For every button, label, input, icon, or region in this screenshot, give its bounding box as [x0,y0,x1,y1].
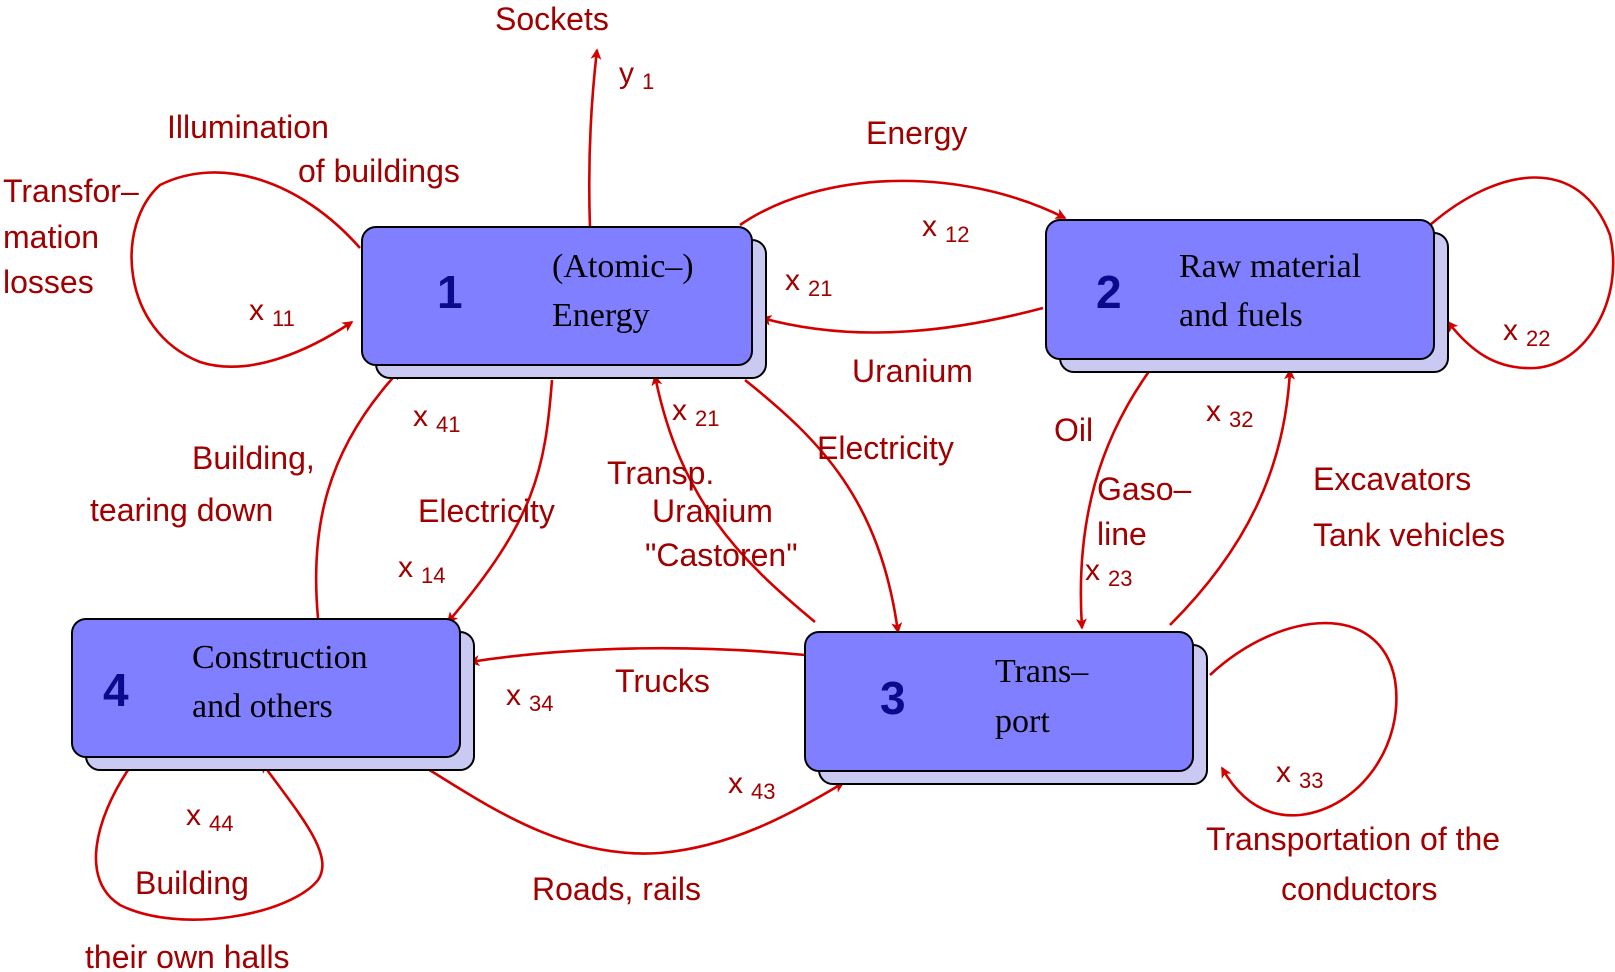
edge-y1-sockets [587,48,602,229]
edge-x32-excavators [1169,368,1296,626]
label-building-halls-line2: their own halls [85,939,290,972]
edge-x23-oil-gasoline [1075,369,1152,630]
node-title-line2: Energy [552,297,650,334]
node-3-transport: 3 Trans– port [804,631,1208,785]
edge-x11-loop [130,171,361,368]
label-transformation-line2: mation [3,219,99,255]
edge-x44-loop [94,761,324,921]
label-transformation-line1: Transfor– [3,173,139,209]
edge-x21-transport-uranium [651,374,816,624]
edge-electricity-to-transport [744,378,903,634]
edge-x14-electricity [446,379,554,624]
node-title-line1: Trans– [995,653,1089,690]
node-title-line2: port [995,703,1050,740]
node-number: 1 [437,266,463,318]
edge-x41-building [314,368,402,619]
node-title-line1: Construction [192,639,368,676]
label-illumination-line2: of buildings [298,153,460,189]
label-uranium: Uranium [852,353,973,389]
node-box [804,631,1194,772]
label-gasoline-line1: Gaso– [1097,471,1191,507]
label-energy: Energy [866,115,967,151]
node-box [361,226,753,366]
label-building-tearing-line2: tearing down [90,492,273,528]
label-building-tearing-line1: Building, [192,440,315,476]
node-title-line2: and fuels [1179,297,1303,334]
node-1-atomic-energy: 1 (Atomic–) Energy [361,226,767,379]
label-building-halls-line1: Building [135,865,249,901]
edge-x33-loop [1209,621,1398,817]
node-4-construction: 4 Construction and others [71,618,475,771]
label-oil: Oil [1054,412,1093,448]
label-sockets: Sockets [495,1,609,37]
label-excavators: Excavators [1313,461,1471,497]
label-trucks: Trucks [615,663,710,699]
label-electricity-lower: Electricity [418,493,555,529]
node-number: 4 [103,664,129,716]
label-transp-line2: Uranium [652,493,773,529]
label-transformation-line3: losses [3,264,94,300]
label-transport-conductors-line1: Transportation of the [1206,821,1500,857]
label-transp-line1: Transp. [607,455,714,491]
label-roads-rails: Roads, rails [532,871,701,907]
label-gasoline-line2: line [1097,516,1147,552]
node-title-line1: Raw material [1179,248,1361,285]
edge-x22-loop [1429,176,1615,370]
edge-labels: Sockets Illumination of buildings Transf… [3,1,1505,972]
edge-x12-energy [739,179,1067,227]
edge-x43-roads-rails [417,761,845,855]
node-box [1045,219,1435,360]
label-illumination-line1: Illumination [167,109,329,145]
node-box [71,618,461,758]
label-transport-conductors-line2: conductors [1281,871,1438,907]
edge-x21-uranium [760,306,1044,334]
node-title-line2: and others [192,688,333,725]
node-2-raw-material: 2 Raw material and fuels [1045,219,1449,373]
node-title-line1: (Atomic–) [552,248,694,285]
label-transp-line3: "Castoren" [645,537,798,573]
label-electricity-upper: Electricity [817,430,954,466]
edges [94,48,1615,921]
label-tank-vehicles: Tank vehicles [1313,517,1505,553]
edge-x34-trucks [468,646,806,667]
node-number: 2 [1096,266,1122,318]
node-number: 3 [880,672,906,724]
